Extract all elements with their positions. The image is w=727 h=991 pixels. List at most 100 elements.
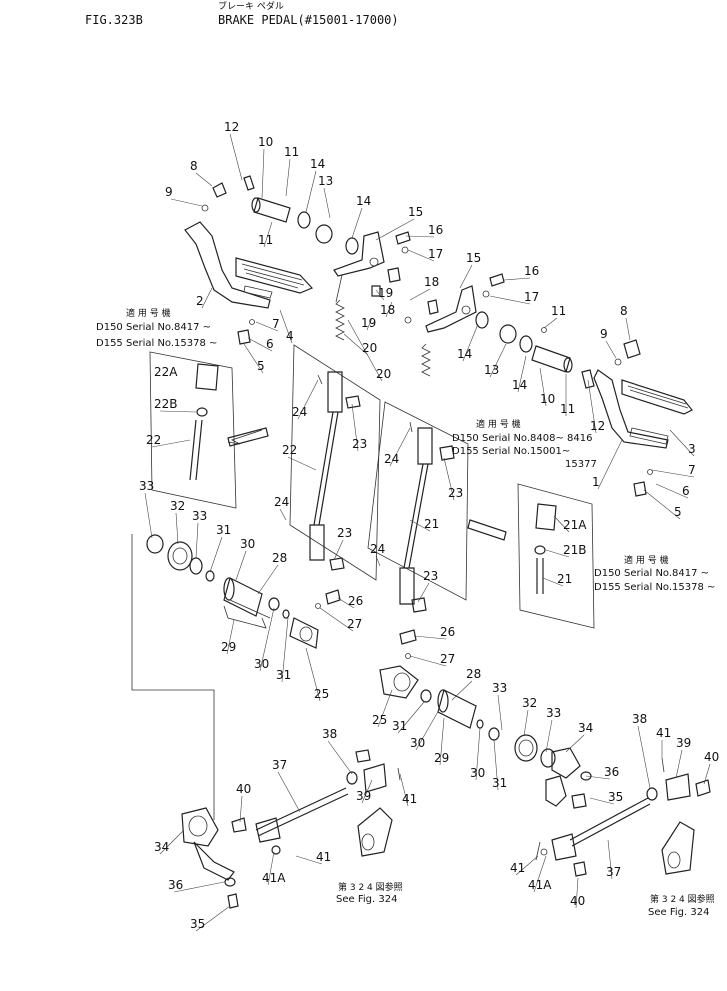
leader-line [257,564,279,595]
left-return-spring [335,274,345,341]
callout-41a: 41A [262,871,286,885]
callout-6: 6 [682,484,690,498]
leader-line [489,295,531,305]
callout-21a: 21A [563,518,587,532]
reference-left: 第 3 2 4 図参照 See Fig. 324 [336,881,403,905]
callout-24: 24 [384,452,399,466]
callout-30: 30 [240,537,255,551]
callout-26: 26 [440,625,455,639]
leader-line [503,277,531,281]
leader-line [409,519,431,532]
leader-line [319,607,354,632]
leader-line [409,655,447,667]
leader-line [375,218,415,241]
leader-line [263,221,273,248]
callout-14: 14 [512,378,527,392]
leader-line [375,555,381,567]
leader-line [351,403,359,452]
callout-23: 23 [423,569,438,583]
leader-line [235,550,247,581]
callout-39: 39 [676,736,691,750]
callout-8: 8 [190,159,198,173]
left-bracket [333,231,385,277]
left-detail-box [149,351,269,509]
leader-line [327,740,353,775]
leader-line [170,198,203,207]
leader-line [295,855,323,865]
callout-36: 36 [604,765,619,779]
callout-30: 30 [410,736,425,750]
lower-left-linkage [131,534,401,909]
leader-line [643,489,681,520]
lower-right-linkage [535,757,711,877]
leader-line [545,549,570,558]
leader-line [323,187,331,219]
callout-24: 24 [370,542,385,556]
callout-37: 37 [272,758,287,772]
leader-line [361,779,373,804]
leader-line [255,321,279,332]
callout-34: 34 [154,840,169,854]
callout-38: 38 [632,712,647,726]
callout-9: 9 [165,185,173,199]
serial-note-left-d155: D155 Serial No.15378 ~ [96,338,217,349]
right-detail-box [467,483,595,629]
callout-10: 10 [540,392,555,406]
leader-line [351,207,363,239]
callout-31: 31 [492,776,507,790]
left-bushings [297,211,359,255]
leader-line [159,829,185,855]
callout-21: 21 [557,572,572,586]
serial-note-left-d150: D150 Serial No.8417 ~ [96,322,211,333]
leader-line [209,536,223,573]
leader-line [281,617,289,683]
serial-note-right-d155: D155 Serial No.15378 ~ [594,582,715,593]
leader-line [399,773,409,807]
lower-left-shaft-assembly [146,534,319,649]
leader-line [637,725,651,789]
callout-17: 17 [524,290,539,304]
leader-line [144,492,153,539]
leader-line [407,249,435,262]
callout-3: 3 [688,442,696,456]
leader-line [517,355,527,393]
reference-left-text: See Fig. 324 [336,894,397,905]
leader-line [366,317,373,331]
leader-line [651,469,695,478]
leader-line [543,317,558,329]
serial-note-center-d150: D150 Serial No.8408~ 8416 [452,433,593,444]
leader-line [703,763,711,785]
leader-line [417,582,430,603]
callout-18: 18 [424,275,439,289]
callout-5: 5 [257,359,265,373]
leader-line [243,343,264,374]
lower-right-shaft-assembly [379,629,581,779]
leader-line [443,457,455,501]
callout-23: 23 [337,526,352,540]
callout-leader-lines [144,133,711,932]
leader-line [575,877,579,909]
leader-line [389,427,411,467]
callout-40: 40 [570,894,585,908]
callout-11: 11 [551,304,566,318]
leader-line [159,410,197,413]
callout-13: 13 [318,174,333,188]
bolt-26-27-left [315,589,341,609]
callout-labels: 1289101111141314151617247652018191819151… [139,120,719,931]
leader-line [343,333,369,356]
right-return-spring [421,343,431,377]
leader-line [377,689,393,728]
leader-line [267,851,275,886]
leader-line [201,287,213,309]
leader-line [669,429,695,457]
leader-line [545,719,553,753]
callout-33: 33 [139,479,154,493]
callout-22b: 22B [154,397,178,411]
leader-line [277,771,301,813]
serial-note-right-d150: D150 Serial No.8417 ~ [594,568,709,579]
leader-line [542,577,564,587]
leader-line [195,172,213,187]
callout-23: 23 [352,437,367,451]
